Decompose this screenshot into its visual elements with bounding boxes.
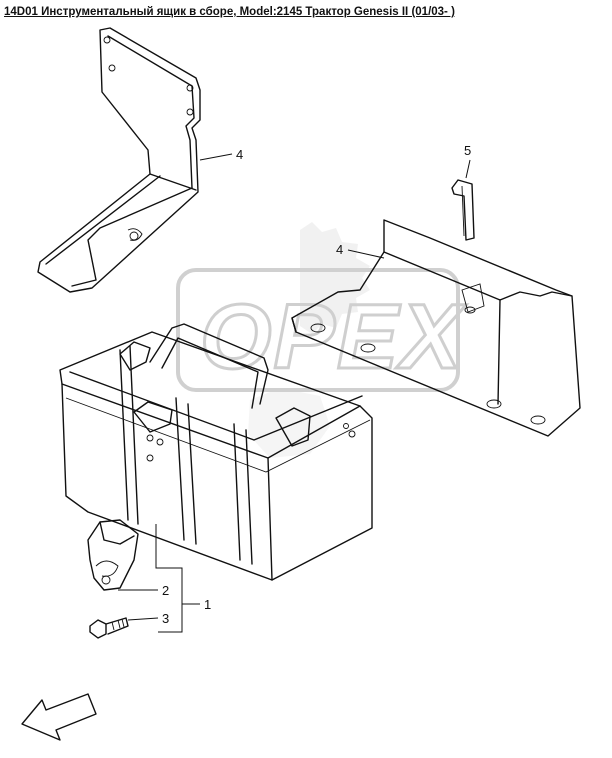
callout-1: 1 xyxy=(204,597,211,612)
bracket-left xyxy=(37,27,201,293)
leader-3 xyxy=(127,617,159,621)
callout-4-left: 4 xyxy=(236,147,243,162)
callout-2: 2 xyxy=(162,583,169,598)
watermark: OPEX xyxy=(176,222,466,458)
toolbox-body xyxy=(59,323,373,581)
clamp xyxy=(87,519,139,591)
callout-5: 5 xyxy=(464,143,471,158)
leader-4-right xyxy=(347,249,385,259)
watermark-text: OPEX xyxy=(200,286,466,388)
bolt xyxy=(89,617,129,639)
callout-4-right: 4 xyxy=(336,242,343,257)
direction-arrow-icon xyxy=(21,693,97,741)
pin xyxy=(451,179,475,241)
bracket-right xyxy=(291,219,581,437)
diagram-title: 14D01 Инструментальный ящик в сборе, Mod… xyxy=(4,6,455,18)
leader-5 xyxy=(465,159,471,179)
leader-4-left xyxy=(199,153,233,161)
leader-1 xyxy=(155,524,200,633)
callout-3: 3 xyxy=(162,611,169,626)
